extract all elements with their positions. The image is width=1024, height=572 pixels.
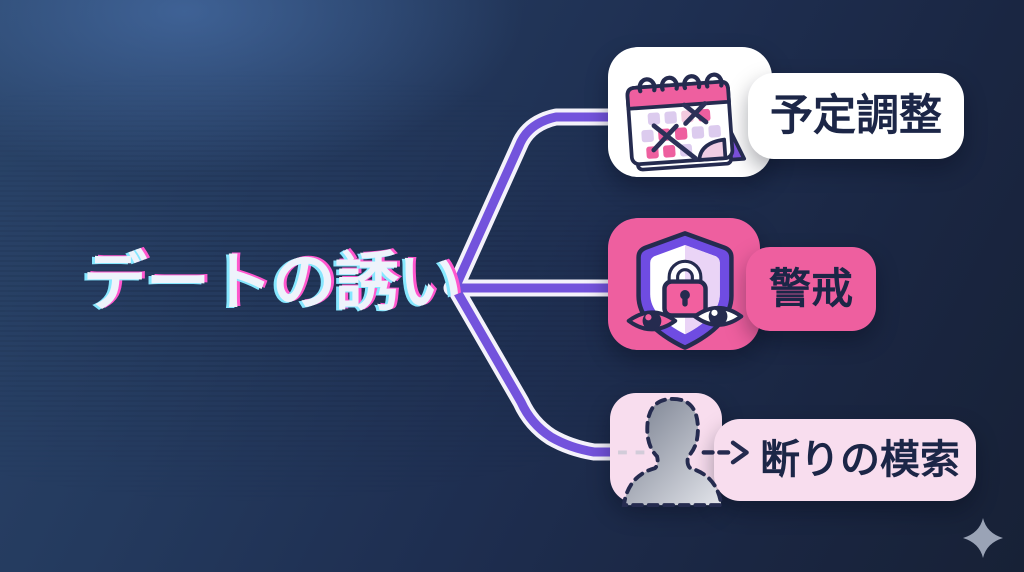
vigilance-node-label-card: 警戒 <box>746 247 876 331</box>
decline-node-label-card: 断りの模索 <box>714 419 976 501</box>
right-eye-icon <box>692 305 744 327</box>
schedule-node-label-card: 予定調整 <box>748 73 964 159</box>
root-node-label: デートの誘い <box>83 246 462 318</box>
person-silhouette <box>621 396 724 508</box>
vigilance-node-label: 警戒 <box>768 265 853 312</box>
connector-bottom <box>450 283 621 457</box>
decline-node-label: 断りの模索 <box>760 438 960 482</box>
four-point-star-sparkle-icon <box>963 518 1003 558</box>
schedule-node-label: 予定調整 <box>770 91 942 140</box>
connector-top-casing <box>446 108 625 297</box>
anonymous-person-arrow-icon <box>618 396 749 508</box>
dashed-arrow-icon <box>701 440 749 465</box>
left-eye-icon <box>626 310 678 332</box>
shield-lock-eyes-icon <box>626 231 744 350</box>
calendar-crossed-dates-icon <box>625 72 747 172</box>
connector-top <box>450 112 621 293</box>
